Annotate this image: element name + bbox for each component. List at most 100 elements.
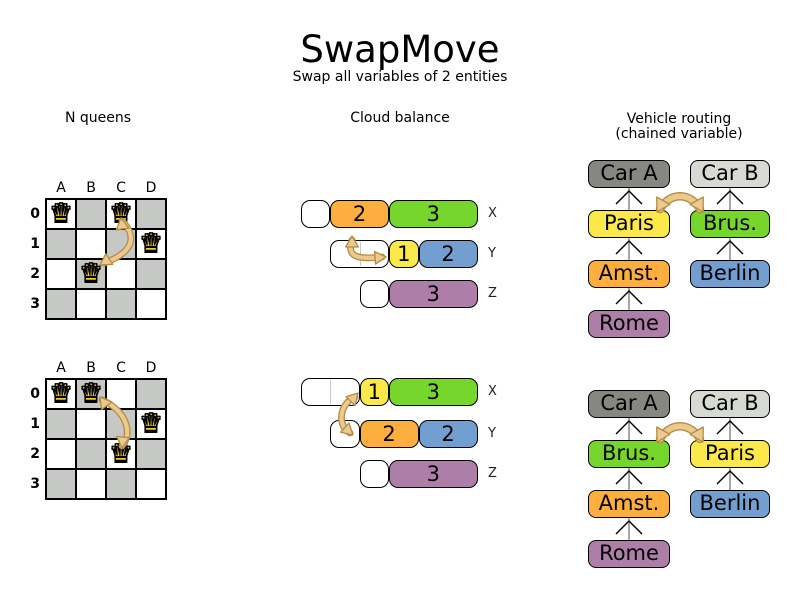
cloud-segment xyxy=(300,200,330,228)
board-cell xyxy=(76,409,106,439)
vehicle-box-car-a: Car A xyxy=(588,390,670,418)
vehicle-box-paris: Paris xyxy=(690,440,770,468)
board-cell xyxy=(136,259,166,289)
chain-arrowhead-icon xyxy=(615,240,643,255)
board-cell xyxy=(106,229,136,259)
column-header-vehicle: Vehicle routing (chained variable) xyxy=(589,112,769,142)
queen-icon: ♛ xyxy=(49,379,73,410)
board-cell xyxy=(136,409,166,439)
board-grid-line xyxy=(165,198,167,320)
cloud-segment-value: 2 xyxy=(418,240,478,268)
board-cell xyxy=(106,259,136,289)
board-row-header: 1 xyxy=(30,416,40,432)
board-col-header: A xyxy=(56,360,66,376)
board-cell xyxy=(46,289,76,319)
vehicle-box-car-b: Car B xyxy=(690,390,770,418)
board-cell xyxy=(76,469,106,499)
board-cell xyxy=(46,199,76,229)
board-cell xyxy=(106,469,136,499)
queen-icon: ♛ xyxy=(109,199,133,230)
chain-arrowhead-icon xyxy=(716,240,744,255)
board-cell xyxy=(46,409,76,439)
vehicle-box-berlin: Berlin xyxy=(690,490,770,518)
cloud-segment-value: 1 xyxy=(389,240,419,268)
vehicle-box-car-a: Car A xyxy=(588,160,670,188)
swap-arrow xyxy=(655,422,705,444)
board-cell xyxy=(136,469,166,499)
queen-icon: ♛ xyxy=(139,409,163,440)
board-col-header: D xyxy=(145,180,157,196)
board-grid-line xyxy=(135,198,137,320)
vehicle-box-rome: Rome xyxy=(588,310,670,338)
cloud-segment-value: 3 xyxy=(389,378,478,406)
board-cell xyxy=(76,229,106,259)
segment-divider xyxy=(359,242,361,266)
board-cell xyxy=(106,379,136,409)
board-row-header: 3 xyxy=(30,296,40,312)
swap-arrow xyxy=(655,192,705,214)
board-cell xyxy=(136,439,166,469)
queen-icon: ♛ xyxy=(79,259,103,290)
vehicle-header-line1: Vehicle routing xyxy=(626,111,732,127)
board-cell xyxy=(46,259,76,289)
chain-arrowhead-icon xyxy=(615,290,643,305)
cloud-segment xyxy=(359,460,389,488)
page-subtitle: Swap all variables of 2 entities xyxy=(292,69,508,85)
cloud-row-label: Y xyxy=(488,246,496,261)
cloud-segment-value: 2 xyxy=(330,200,389,228)
board-col-header: B xyxy=(86,360,96,376)
vehicle-box-berlin: Berlin xyxy=(690,260,770,288)
board-row-header: 3 xyxy=(30,476,40,492)
vehicle-box-car-b: Car B xyxy=(690,160,770,188)
cloud-segment-value: 2 xyxy=(359,420,419,448)
board-cell xyxy=(136,229,166,259)
board-cell xyxy=(136,289,166,319)
board-row-header: 2 xyxy=(30,266,40,282)
cloud-segment xyxy=(359,280,389,308)
board-cell xyxy=(76,439,106,469)
queen-icon: ♛ xyxy=(49,199,73,230)
board-row-header: 1 xyxy=(30,236,40,252)
board-row-header: 2 xyxy=(30,446,40,462)
vehicle-box-brus-: Brus. xyxy=(690,210,770,238)
board-grid-line xyxy=(165,378,167,500)
cloud-segment-value: 3 xyxy=(389,460,478,488)
board-grid-line xyxy=(45,468,167,470)
board-cell xyxy=(136,199,166,229)
board-col-header: B xyxy=(86,180,96,196)
cloud-row-label: X xyxy=(488,384,497,399)
board-grid-line xyxy=(45,318,167,320)
board-cell xyxy=(46,379,76,409)
cloud-row-label: X xyxy=(488,206,497,221)
queen-icon: ♛ xyxy=(139,229,163,260)
board-col-header: C xyxy=(116,180,126,196)
chain-arrowhead-icon xyxy=(716,420,744,435)
chain-arrowhead-icon xyxy=(716,190,744,205)
board-grid-line xyxy=(135,378,137,500)
chain-arrowhead-icon xyxy=(615,470,643,485)
vehicle-box-amst-: Amst. xyxy=(588,260,670,288)
cloud-segment-value: 3 xyxy=(389,280,478,308)
board-col-header: A xyxy=(56,180,66,196)
chain-arrowhead-icon xyxy=(615,520,643,535)
board-grid-line xyxy=(45,288,167,290)
chain-arrowhead-icon xyxy=(716,470,744,485)
board-cell xyxy=(106,409,136,439)
vehicle-header-line2: (chained variable) xyxy=(615,126,743,142)
cloud-row-label: Z xyxy=(488,466,497,481)
board-grid-line xyxy=(45,498,167,500)
swap-arrow xyxy=(657,423,703,442)
cloud-row-label: Y xyxy=(488,426,496,441)
cloud-segment-value: 1 xyxy=(359,378,389,406)
cloud-segment xyxy=(330,420,360,448)
board-cell xyxy=(106,289,136,319)
vehicle-box-paris: Paris xyxy=(588,210,670,238)
queen-icon: ♛ xyxy=(79,379,103,410)
vehicle-box-rome: Rome xyxy=(588,540,670,568)
board-row-header: 0 xyxy=(30,386,40,402)
vehicle-box-amst-: Amst. xyxy=(588,490,670,518)
page-title: SwapMove xyxy=(300,28,500,71)
chain-arrowhead-icon xyxy=(615,420,643,435)
queen-icon: ♛ xyxy=(109,439,133,470)
